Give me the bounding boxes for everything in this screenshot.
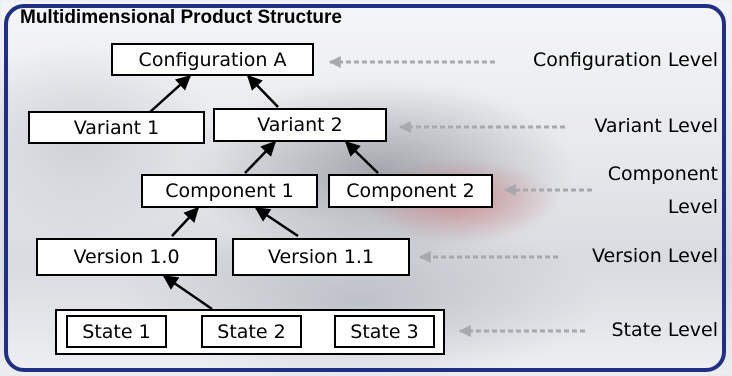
- arrow-version11-to-component1: [254, 206, 299, 238]
- node-variant-1: Variant 1: [28, 111, 205, 144]
- label-configuration-level: Configuration Level: [532, 49, 718, 71]
- diagram-title: Multidimensional Product Structure: [20, 7, 342, 28]
- arrow-variant1-to-config: [149, 74, 192, 113]
- node-state-1: State 1: [66, 315, 167, 348]
- arrow-states-to-version10: [162, 274, 213, 311]
- arrow-component1-to-variant2: [244, 140, 277, 174]
- node-variant-2: Variant 2: [213, 108, 387, 142]
- arrow-variant2-to-config: [246, 74, 279, 108]
- node-state-2: State 2: [201, 315, 302, 348]
- node-configuration-a: Configuration A: [111, 43, 314, 76]
- node-state-3: State 3: [334, 315, 435, 348]
- node-component-2: Component 2: [328, 174, 493, 208]
- node-version-1-0: Version 1.0: [36, 238, 217, 276]
- label-variant-level: Variant Level: [594, 115, 718, 137]
- label-state-level: State Level: [611, 319, 719, 341]
- label-version-level: Version Level: [591, 245, 718, 267]
- node-component-1: Component 1: [141, 174, 318, 208]
- arrow-version10-to-component1: [171, 206, 200, 237]
- label-component-level-line1: Component: [607, 163, 718, 185]
- arrow-component2-to-variant2: [344, 140, 379, 174]
- label-component-level-line2: Level: [667, 196, 718, 218]
- node-version-1-1: Version 1.1: [232, 238, 410, 276]
